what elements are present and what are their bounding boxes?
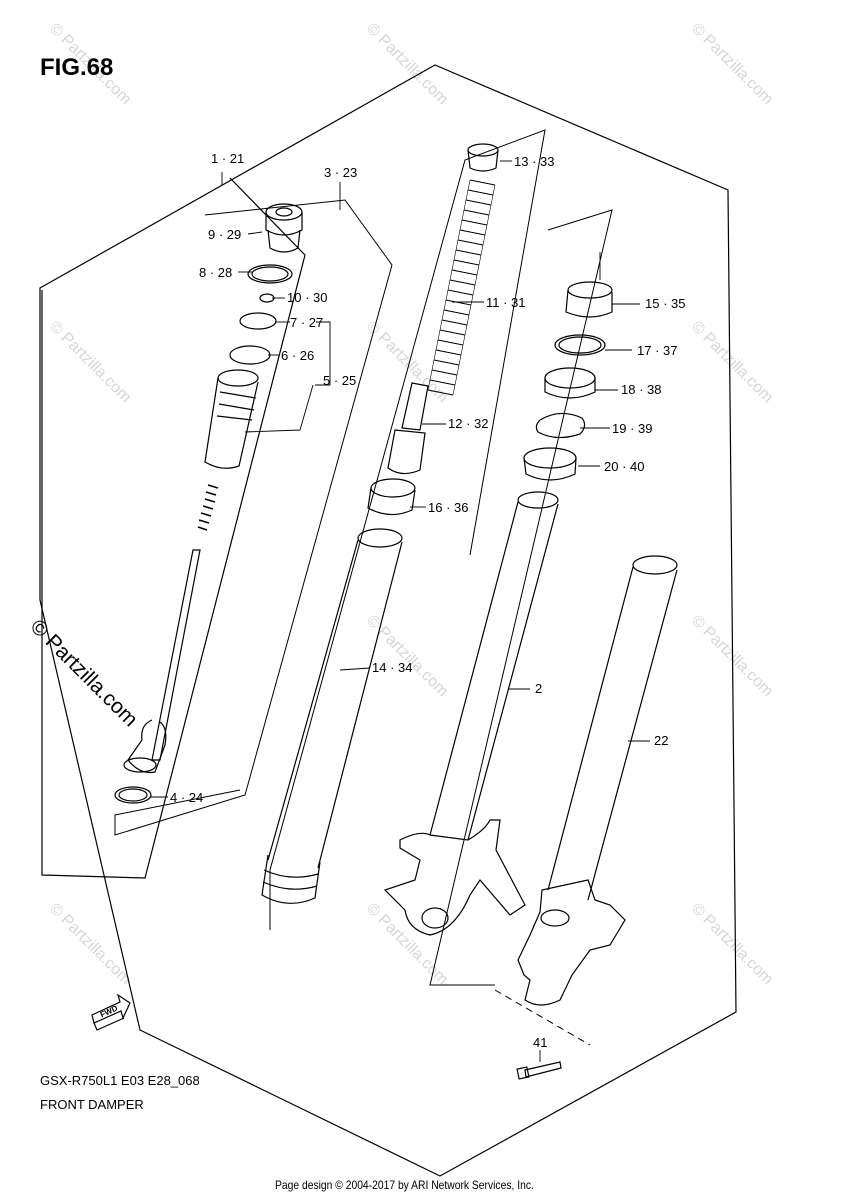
- callout-6-26: 6 · 26: [281, 348, 315, 363]
- part-cap-bolt: [265, 203, 303, 253]
- part-damper-rod: [123, 549, 201, 774]
- callout-5-25: 5 · 25: [323, 373, 357, 388]
- assembly-outline: [39, 64, 737, 1177]
- part-outer-tube-right: [517, 555, 678, 1006]
- model-code: GSX-R750L1 E03 E28_068: [40, 1073, 200, 1088]
- part-ring: [239, 312, 277, 330]
- cartridge-inner-frame: [114, 199, 393, 836]
- fwd-arrow: [91, 993, 131, 1031]
- callout-13-33: 13 · 33: [514, 154, 555, 169]
- diagram-caption: FRONT DAMPER: [40, 1097, 144, 1112]
- part-bolt: [516, 1061, 562, 1080]
- callout-22: 22: [654, 733, 669, 748]
- callout-20-40: 20 · 40: [604, 459, 645, 474]
- part-inner-tube: [261, 528, 403, 904]
- callout-14-34: 14 · 34: [372, 660, 413, 675]
- part-outer-tube-left: [383, 491, 559, 936]
- part-circlip: [535, 412, 586, 439]
- part-oil-seal: [544, 367, 596, 399]
- callout-16-36: 16 · 36: [428, 500, 469, 515]
- page-credit: Page design © 2004-2017 by ARI Network S…: [275, 1178, 534, 1192]
- part-washer: [554, 334, 606, 356]
- part-dust-seal: [523, 447, 577, 481]
- callout-41: 41: [533, 1035, 548, 1050]
- part-spacer: [467, 143, 499, 172]
- outer-tube-frame: [429, 209, 613, 986]
- callout-4-24: 4 · 24: [170, 790, 204, 805]
- part-bushing-upper: [565, 281, 613, 318]
- part-rebound-spring: [197, 484, 219, 531]
- callout-11-31: 11 · 31: [486, 295, 526, 310]
- callout-15-35: 15 · 35: [645, 296, 686, 311]
- callout-10-30: 10 · 30: [287, 290, 328, 305]
- callout-3-23: 3 · 23: [324, 165, 358, 180]
- callout-2: 2: [535, 681, 543, 696]
- part-fork-spring: [427, 179, 496, 396]
- callout-18-38: 18 · 38: [621, 382, 662, 397]
- callout-9-29: 9 · 29: [208, 227, 242, 242]
- bolt-frame: [494, 989, 591, 1046]
- part-bushing: [367, 478, 416, 516]
- callout-8-28: 8 · 28: [199, 265, 233, 280]
- part-ring: [229, 345, 271, 365]
- part-adjuster: [387, 382, 429, 475]
- part-o-ring: [247, 264, 293, 284]
- figure-title: FIG.68: [40, 54, 114, 81]
- callout-7-27: 7 · 27: [290, 315, 324, 330]
- tube-frame: [269, 129, 546, 930]
- callout-19-39: 19 · 39: [612, 421, 653, 436]
- part-cartridge-body: [204, 369, 259, 469]
- callout-1-21: 1 · 21: [211, 151, 245, 166]
- callout-17-37: 17 · 37: [637, 343, 678, 358]
- part-nut: [259, 293, 275, 303]
- callout-12-32: 12 · 32: [448, 416, 489, 431]
- cartridge-outline: [41, 177, 306, 879]
- part-ring: [114, 786, 152, 804]
